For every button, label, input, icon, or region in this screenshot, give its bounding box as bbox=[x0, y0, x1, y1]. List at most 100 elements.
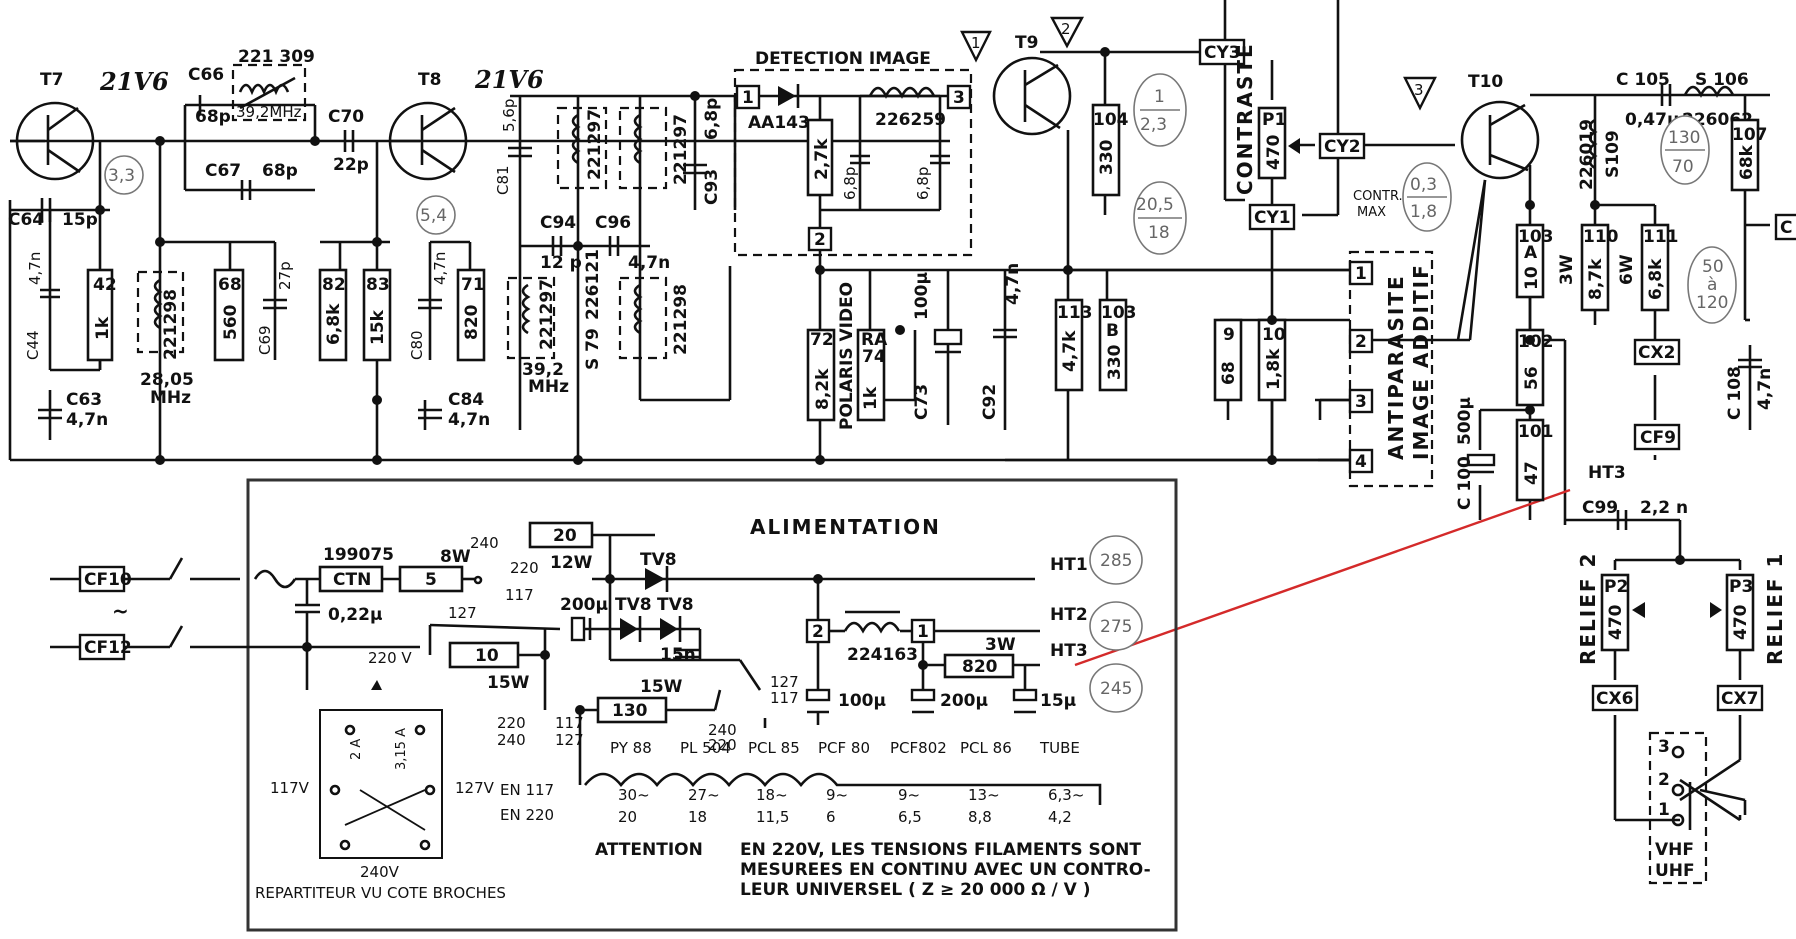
detection-title: DETECTION IMAGE bbox=[755, 49, 931, 69]
c108-label: C 108 bbox=[1725, 366, 1745, 420]
diode-aa143-label: AA143 bbox=[748, 113, 810, 133]
freq-392: 39,2 bbox=[522, 360, 564, 380]
meas-1-8: 1,8 bbox=[1410, 202, 1437, 222]
c96-value: 4,7n bbox=[628, 253, 670, 273]
note-line-2: MESUREES EN CONTINU AVEC UN CONTRO- bbox=[740, 860, 1151, 880]
r103a-label: 103 bbox=[1518, 227, 1554, 247]
t8-voltage-note: 21V6 bbox=[474, 65, 544, 94]
node-1: 1 bbox=[917, 622, 929, 642]
fuse-2a: 2 A bbox=[349, 739, 364, 760]
t9-label: T9 bbox=[1015, 33, 1038, 53]
meas-70: 70 bbox=[1672, 157, 1694, 177]
meas-18: 18 bbox=[1148, 223, 1170, 243]
cx7-connector: CX7 bbox=[1721, 689, 1758, 709]
note-line-3: LEUR UNIVERSEL ( Z ≥ 20 000 Ω / V ) bbox=[740, 880, 1091, 900]
p2-value: 470 bbox=[1606, 604, 1626, 640]
uhf-label: UHF bbox=[1655, 861, 1695, 881]
test-point-2: 2 bbox=[1049, 16, 1085, 49]
r9-label: 9 bbox=[1223, 325, 1235, 345]
c94-label: C94 bbox=[540, 213, 576, 233]
c105-value: 0,47µ bbox=[1625, 110, 1679, 130]
r103a-suffix: A bbox=[1524, 243, 1538, 263]
r68-label: 68 bbox=[218, 275, 242, 295]
r42-value: 1k bbox=[93, 316, 113, 340]
r82-value: 6,8k bbox=[324, 303, 344, 345]
r10-value: 1,8k bbox=[1264, 348, 1284, 390]
filament-voltage-117: 9~ bbox=[826, 786, 848, 804]
antiparasite-title: ANTIPARASITE bbox=[1384, 274, 1408, 460]
selector-117: 117 bbox=[505, 586, 534, 604]
selector-240: 240 bbox=[470, 534, 499, 552]
meas-1: 1 bbox=[1154, 87, 1165, 107]
r83-label: 83 bbox=[366, 275, 390, 295]
measurements: 3,3 5,4 1 2,3 20,5 18 0,3 1,8 130 70 50 … bbox=[104, 73, 1737, 324]
r102-label: 102 bbox=[1518, 332, 1554, 352]
switch-pos-2: 2 bbox=[1658, 770, 1670, 790]
t8-label: T8 bbox=[418, 70, 441, 90]
freq-2805: 28,05 bbox=[140, 370, 194, 390]
r110-value: 8,7k bbox=[1586, 258, 1606, 300]
coil-226259-label: 226259 bbox=[875, 110, 946, 130]
r5-power: 8W bbox=[440, 547, 471, 567]
c93-value: 6,8p bbox=[702, 98, 722, 140]
r82-label: 82 bbox=[322, 275, 346, 295]
c66-label: C66 bbox=[188, 65, 224, 85]
cy3-connector: CY3 bbox=[1204, 43, 1241, 63]
r107-label: 107 bbox=[1732, 125, 1768, 145]
t7-label: T7 bbox=[40, 70, 63, 90]
c63-label: C63 bbox=[66, 390, 102, 410]
tube-name: PCF802 bbox=[890, 739, 947, 757]
antiparasite-block: 1 2 3 4 ANTIPARASITE IMAGE ADDITIF bbox=[1348, 250, 1434, 488]
r103b-suffix: B bbox=[1106, 321, 1119, 341]
r130-value: 130 bbox=[612, 701, 648, 721]
r5-value: 5 bbox=[425, 570, 437, 590]
c108-value: 4,7n bbox=[1755, 368, 1775, 410]
en220-label: EN 220 bbox=[500, 806, 554, 824]
filament-voltage-220: 6 bbox=[826, 808, 836, 826]
r68-value: 560 bbox=[221, 304, 241, 340]
r111-power: 6W bbox=[1617, 254, 1637, 285]
meas-50: 50 bbox=[1702, 257, 1724, 277]
c63-value: 4,7n bbox=[66, 410, 108, 430]
filament-voltage-220: 4,2 bbox=[1048, 808, 1072, 826]
r42-label: 42 bbox=[93, 275, 117, 295]
transistor-t10: T10 bbox=[1460, 72, 1540, 180]
c92-label: C92 bbox=[980, 384, 1000, 420]
r10-value: 10 bbox=[475, 646, 499, 666]
stage1-components: C64 15p C44 4,7n 42 1k C63 4,7n C66 68p … bbox=[8, 47, 369, 430]
c105-label: C 105 bbox=[1616, 70, 1670, 90]
svg-text:2: 2 bbox=[1355, 332, 1367, 352]
fuse-315a: 3,15 A bbox=[394, 728, 409, 770]
c68a-value: 6,8p bbox=[841, 167, 859, 200]
ht3-label: HT3 bbox=[1050, 641, 1088, 661]
svg-text:3: 3 bbox=[1355, 392, 1367, 412]
r71-value: 820 bbox=[462, 304, 482, 340]
sel5-117: 117 bbox=[555, 714, 584, 732]
c81-value: 5,6p bbox=[500, 99, 518, 132]
ht2-label: HT2 bbox=[1050, 605, 1088, 625]
cf10-connector: CF10 bbox=[84, 570, 132, 590]
repart-127v: 127V bbox=[455, 779, 495, 797]
c200a-value: 200µ bbox=[560, 595, 608, 615]
r101-label: 101 bbox=[1518, 422, 1554, 442]
c80-label: C80 bbox=[408, 330, 426, 360]
tube-name: PCL 86 bbox=[960, 739, 1012, 757]
ra74-label: RA bbox=[861, 330, 888, 350]
c67-value: 68p bbox=[262, 161, 298, 181]
stage2-components: 82 6,8k 83 15k C80 4,7n C84 4,7n 71 820 … bbox=[318, 98, 722, 430]
r113-value: 4,7k bbox=[1060, 330, 1080, 372]
svg-text:3: 3 bbox=[953, 88, 965, 108]
contraste-label: CONTRASTE bbox=[1233, 42, 1257, 195]
meas-130: 130 bbox=[1668, 128, 1700, 148]
c64-label: C64 bbox=[8, 210, 44, 230]
alimentation-section: ALIMENTATION CF10 CF12 ~ CTN 199075 5 8W… bbox=[50, 478, 1178, 932]
note-line-1: EN 220V, LES TENSIONS FILAMENTS SONT bbox=[740, 840, 1141, 860]
c80-value: 4,7n bbox=[431, 252, 449, 285]
c99-label: C99 bbox=[1582, 498, 1618, 518]
svg-text:2: 2 bbox=[1061, 20, 1071, 38]
ht3-label-right: HT3 bbox=[1588, 463, 1626, 483]
meas-20-5: 20,5 bbox=[1136, 195, 1174, 215]
coil-221298b-label: 221298 bbox=[671, 284, 691, 355]
en117-label: EN 117 bbox=[500, 781, 554, 799]
c68b-value: 6,8p bbox=[914, 167, 932, 200]
